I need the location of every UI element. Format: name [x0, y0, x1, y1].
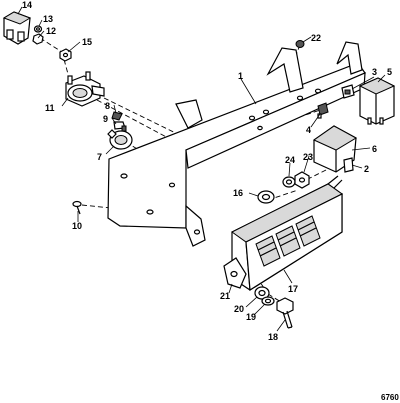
callout-20: 20	[234, 304, 244, 314]
nut-part-12	[32, 33, 44, 45]
callout-19: 19	[246, 312, 256, 322]
callout-23: 23	[303, 152, 313, 162]
callout-labels: 1 2 3 4 5 6 7 8 9 10 11 12 13 14 15 16 1…	[22, 0, 392, 342]
callout-21: 21	[220, 291, 230, 301]
control-module-part-17	[223, 175, 343, 292]
clip-part-2	[343, 157, 354, 173]
washer-part-13	[33, 25, 43, 33]
callout-9: 9	[103, 114, 108, 124]
callout-24: 24	[285, 155, 295, 165]
callout-14: 14	[22, 0, 32, 10]
callout-6: 6	[372, 144, 377, 154]
callout-22: 22	[311, 33, 321, 43]
fuse-part-3	[341, 84, 355, 99]
callout-2: 2	[364, 164, 369, 174]
mounting-bracket-part	[107, 41, 366, 247]
callout-leaders	[17, 6, 386, 332]
figure-number: 6760	[381, 393, 399, 402]
callout-8: 8	[105, 101, 110, 111]
grommet-part-24	[282, 176, 296, 188]
grommet-part-20	[254, 286, 270, 300]
nut-part-23	[294, 171, 310, 189]
callout-12: 12	[46, 26, 56, 36]
callout-18: 18	[268, 332, 278, 342]
callout-15: 15	[82, 37, 92, 47]
solenoid-part-14	[2, 11, 32, 45]
bolt-part-18	[276, 297, 294, 329]
callout-10: 10	[72, 221, 82, 231]
callout-13: 13	[43, 14, 53, 24]
callout-5: 5	[387, 67, 392, 77]
washer-part-19	[261, 296, 275, 306]
starter-solenoid-part-11	[65, 71, 105, 107]
callout-7: 7	[97, 152, 102, 162]
callout-3: 3	[372, 67, 377, 77]
callout-17: 17	[288, 284, 298, 294]
spacer-part-16	[257, 190, 275, 204]
sensor-part-7	[107, 125, 133, 150]
connector-part-4	[317, 102, 329, 119]
relay-part-5	[358, 77, 396, 125]
callout-16: 16	[233, 188, 243, 198]
clip-part-8	[111, 111, 123, 121]
nut-part-22	[295, 40, 305, 48]
screw-part-10	[72, 200, 82, 215]
callout-4: 4	[306, 125, 311, 135]
callout-1: 1	[238, 71, 243, 81]
callout-11: 11	[45, 103, 55, 113]
